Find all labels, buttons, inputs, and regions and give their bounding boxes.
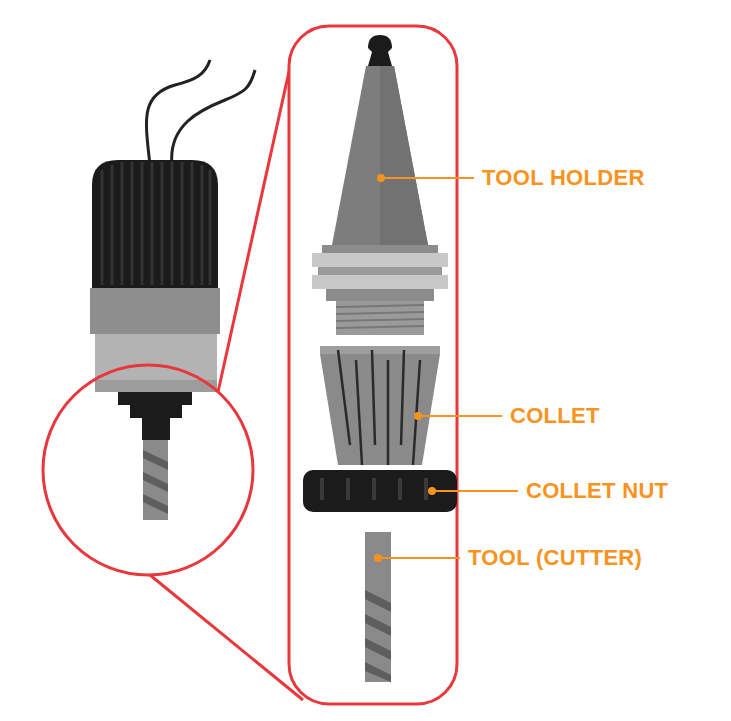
spindle-housing-edge bbox=[95, 380, 217, 392]
holder-flange bbox=[312, 275, 448, 289]
small-cutter-flutes bbox=[143, 450, 168, 514]
part-label: COLLET NUT bbox=[526, 478, 668, 504]
holder-thread bbox=[336, 301, 424, 335]
part-label: TOOL (CUTTER) bbox=[468, 545, 642, 571]
holder-taper bbox=[332, 66, 428, 245]
holder-groove bbox=[318, 267, 442, 275]
spindle-nut bbox=[118, 392, 192, 440]
small-cutter bbox=[143, 440, 168, 520]
leader-lines bbox=[375, 175, 518, 561]
holder-taper-shade bbox=[380, 66, 428, 245]
zoom-line bbox=[218, 58, 292, 392]
zoom-panel bbox=[289, 26, 457, 704]
zoom-circle bbox=[43, 365, 253, 575]
wire bbox=[172, 70, 255, 165]
cutter bbox=[365, 532, 391, 682]
motor-ridges bbox=[102, 162, 210, 285]
part-label: TOOL HOLDER bbox=[482, 165, 645, 191]
zoom-line bbox=[150, 575, 303, 700]
holder-flange bbox=[322, 245, 438, 253]
pull-stud bbox=[368, 35, 392, 66]
part-label: COLLET bbox=[510, 403, 600, 429]
collet-body bbox=[320, 346, 440, 465]
motor-body bbox=[92, 160, 218, 290]
holder-flange bbox=[312, 253, 448, 267]
motor-band bbox=[90, 288, 220, 334]
cutter-flutes bbox=[365, 590, 391, 682]
holder-neck bbox=[326, 289, 434, 301]
collet-nut-grips bbox=[322, 478, 426, 500]
collet-slits bbox=[338, 350, 420, 465]
holder-thread-lines bbox=[336, 305, 424, 328]
